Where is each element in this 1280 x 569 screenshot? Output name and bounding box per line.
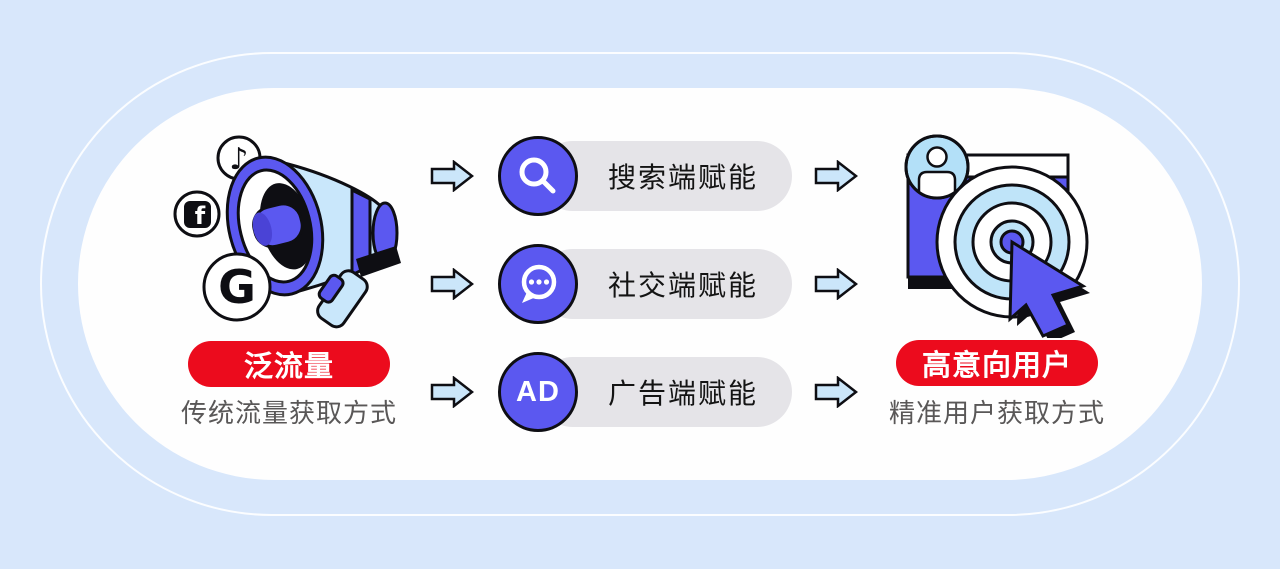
target-illustration xyxy=(904,134,1090,338)
left-caption: 传统流量获取方式 xyxy=(180,398,397,428)
channel-pill-social: 社交端赋能 xyxy=(538,249,792,319)
svg-text:f: f xyxy=(195,202,206,230)
flow-arrow-icon xyxy=(430,268,474,300)
decorative-outline-ring xyxy=(40,52,1240,516)
channel-pill-ads: 广告端赋能 xyxy=(538,357,792,427)
user-avatar-icon xyxy=(904,134,970,200)
ad-icon-text: AD xyxy=(516,375,560,408)
flow-arrow-icon xyxy=(430,376,474,408)
facebook-icon: f xyxy=(173,190,221,238)
megaphone-illustration: ♪ f G xyxy=(173,135,401,329)
svg-text:G: G xyxy=(218,260,256,314)
flow-arrow-icon xyxy=(814,268,858,300)
channel-pill-search: 搜索端赋能 xyxy=(538,141,792,211)
flow-arrow-icon xyxy=(814,160,858,192)
google-icon: G xyxy=(202,252,272,322)
ad-icon: AD xyxy=(498,352,578,432)
left-badge: 泛流量 xyxy=(188,341,390,387)
cursor-icon xyxy=(1008,239,1090,338)
flow-arrow-icon xyxy=(814,376,858,408)
search-icon xyxy=(498,136,578,216)
flow-arrow-icon xyxy=(430,160,474,192)
right-badge: 高意向用户 xyxy=(896,340,1098,386)
chat-icon xyxy=(498,244,578,324)
right-caption: 精准用户获取方式 xyxy=(888,398,1105,428)
